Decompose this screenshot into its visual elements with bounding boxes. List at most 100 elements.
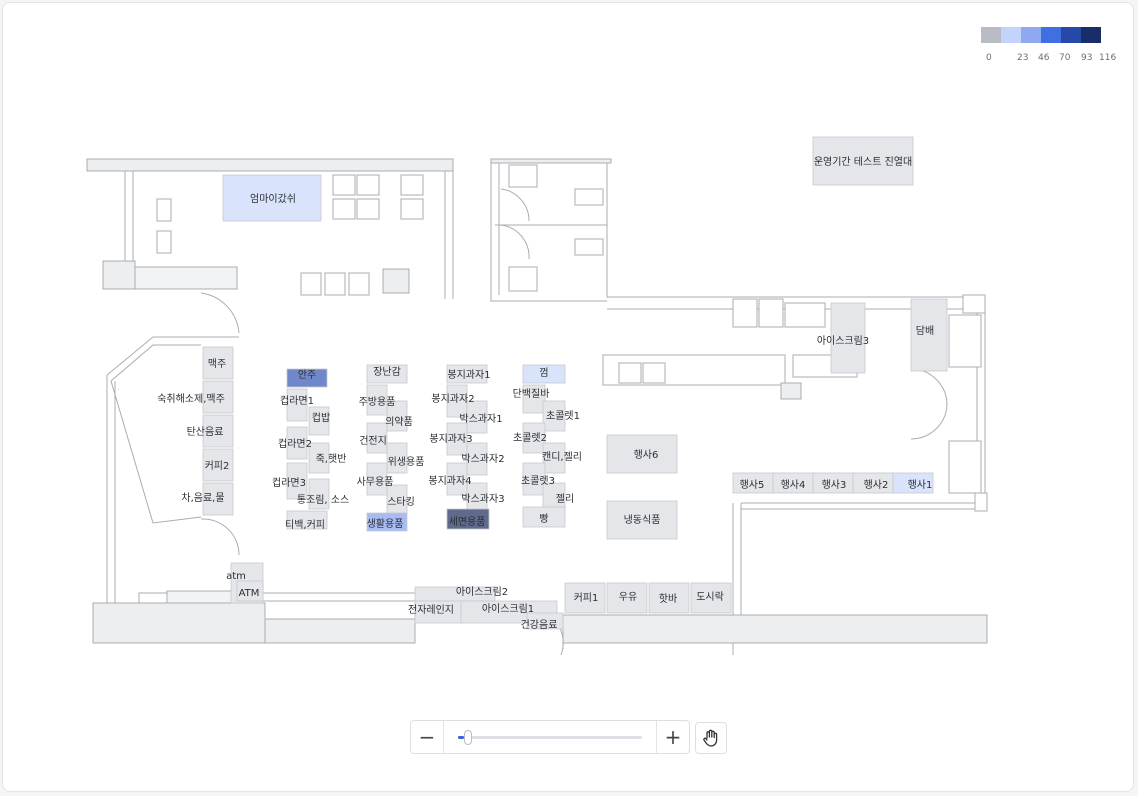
zone-5[interactable] xyxy=(202,380,234,414)
zone-10[interactable] xyxy=(286,388,308,422)
zone-30[interactable] xyxy=(446,462,468,496)
zone-34[interactable] xyxy=(522,384,546,414)
zone-label: 봉지과자4 xyxy=(428,475,471,487)
zone-32[interactable] xyxy=(446,508,490,530)
zone-9[interactable] xyxy=(286,368,328,388)
legend-swatch xyxy=(1021,27,1041,43)
zone-label: 숙취해소제,맥주 xyxy=(157,392,225,405)
zone-label: 장난감 xyxy=(373,366,401,378)
zone-label: 초콜렛2 xyxy=(513,432,547,444)
zones-layer xyxy=(202,136,948,630)
zoom-in-button[interactable]: + xyxy=(656,721,689,753)
zone-label: 컵라면3 xyxy=(272,476,306,489)
zone-36[interactable] xyxy=(522,422,546,454)
zone-label: 초콜렛1 xyxy=(546,410,580,422)
zone-57[interactable] xyxy=(690,582,732,614)
zone-47[interactable] xyxy=(892,472,934,494)
zone-label: 도시락 xyxy=(696,591,724,603)
zone-7[interactable] xyxy=(202,448,234,482)
zone-label: 운영기간 테스트 진열대 xyxy=(814,156,912,168)
zone-label: 커피2 xyxy=(205,460,230,472)
zone-label: ATM xyxy=(239,588,260,599)
zone-15[interactable] xyxy=(308,478,330,510)
zoom-out-button[interactable]: − xyxy=(411,721,444,753)
floor-walls xyxy=(86,158,988,656)
zone-11[interactable] xyxy=(308,406,330,436)
zone-label: 행사1 xyxy=(908,479,933,491)
zone-label: 통조림, 소스 xyxy=(297,494,349,506)
zone-17[interactable] xyxy=(366,364,408,384)
zoom-slider-rail xyxy=(458,736,642,739)
zone-label: 봉지과자2 xyxy=(431,393,474,405)
zone-label: 박스과자1 xyxy=(459,413,502,425)
zoom-slider-thumb[interactable] xyxy=(464,730,473,745)
zone-label: 아이스크림1 xyxy=(482,603,534,615)
zone-56[interactable] xyxy=(648,582,690,614)
zone-label: 생활용품 xyxy=(367,517,404,530)
legend-swatch xyxy=(1081,27,1101,43)
zone-label: 아이스크림3 xyxy=(817,335,869,347)
zone-38[interactable] xyxy=(522,462,546,496)
zoom-slider[interactable] xyxy=(444,721,656,753)
zone-25[interactable] xyxy=(446,364,488,384)
zone-4[interactable] xyxy=(202,346,234,380)
zone-label: 건강음료 xyxy=(521,619,558,631)
legend-label: 93 xyxy=(1081,53,1093,63)
zone-label: 티백,커피 xyxy=(285,519,325,531)
zone-13[interactable] xyxy=(308,442,330,474)
legend-label: 0 xyxy=(986,53,992,63)
zone-label: 안주 xyxy=(298,369,316,381)
zone-12[interactable] xyxy=(286,426,308,460)
zone-1[interactable] xyxy=(812,136,914,186)
zone-29[interactable] xyxy=(466,442,488,476)
zone-19[interactable] xyxy=(386,400,408,432)
zone-label: atm xyxy=(226,571,246,582)
zone-21[interactable] xyxy=(386,442,408,474)
zone-3[interactable] xyxy=(910,298,948,372)
zone-49[interactable] xyxy=(236,580,264,602)
zone-55[interactable] xyxy=(606,582,648,614)
legend-label: 116 xyxy=(1099,53,1117,63)
zone-53[interactable] xyxy=(526,612,564,630)
zone-label: 세면용품 xyxy=(449,516,486,528)
zone-label: 핫바 xyxy=(659,593,677,605)
zone-label: 탄산음료 xyxy=(187,426,224,438)
zone-label: 봉지과자3 xyxy=(429,433,472,445)
zoom-slider-fill xyxy=(458,736,465,739)
zone-label: 차,음료,물 xyxy=(181,492,224,504)
zone-37[interactable] xyxy=(542,442,566,474)
zone-8[interactable] xyxy=(202,482,234,516)
zone-label: 행사4 xyxy=(781,479,806,491)
legend-label: 46 xyxy=(1038,53,1050,63)
zone-54[interactable] xyxy=(564,582,606,614)
pan-tool-button[interactable] xyxy=(695,722,727,754)
zone-label: 행사3 xyxy=(822,479,847,491)
zone-16[interactable] xyxy=(286,510,328,530)
legend-label: 23 xyxy=(1017,53,1029,63)
zone-0[interactable] xyxy=(222,174,322,222)
zone-22[interactable] xyxy=(366,462,388,496)
zone-18[interactable] xyxy=(366,384,388,416)
zone-41[interactable] xyxy=(606,434,678,474)
zone-label: 스타킹 xyxy=(387,496,415,508)
zone-14[interactable] xyxy=(286,462,308,500)
zone-24[interactable] xyxy=(366,512,408,532)
zone-35[interactable] xyxy=(542,400,566,432)
zone-20[interactable] xyxy=(366,422,388,454)
zone-40[interactable] xyxy=(522,506,566,528)
zone-42[interactable] xyxy=(606,500,678,540)
zone-2[interactable] xyxy=(830,302,866,374)
zone-label: 위생용품 xyxy=(388,455,425,468)
zone-label: 죽,햇반 xyxy=(316,453,347,465)
zone-label: 의약품 xyxy=(385,416,413,428)
zone-33[interactable] xyxy=(522,364,566,384)
zone-label: 사무용품 xyxy=(357,476,394,488)
zone-label: 단백질바 xyxy=(513,388,550,400)
zone-27[interactable] xyxy=(466,400,488,434)
zone-label: 맥주 xyxy=(208,358,226,370)
zone-28[interactable] xyxy=(446,422,468,456)
zone-label: 젤리 xyxy=(556,493,574,505)
zone-6[interactable] xyxy=(202,414,234,448)
legend-swatch xyxy=(1041,27,1061,43)
